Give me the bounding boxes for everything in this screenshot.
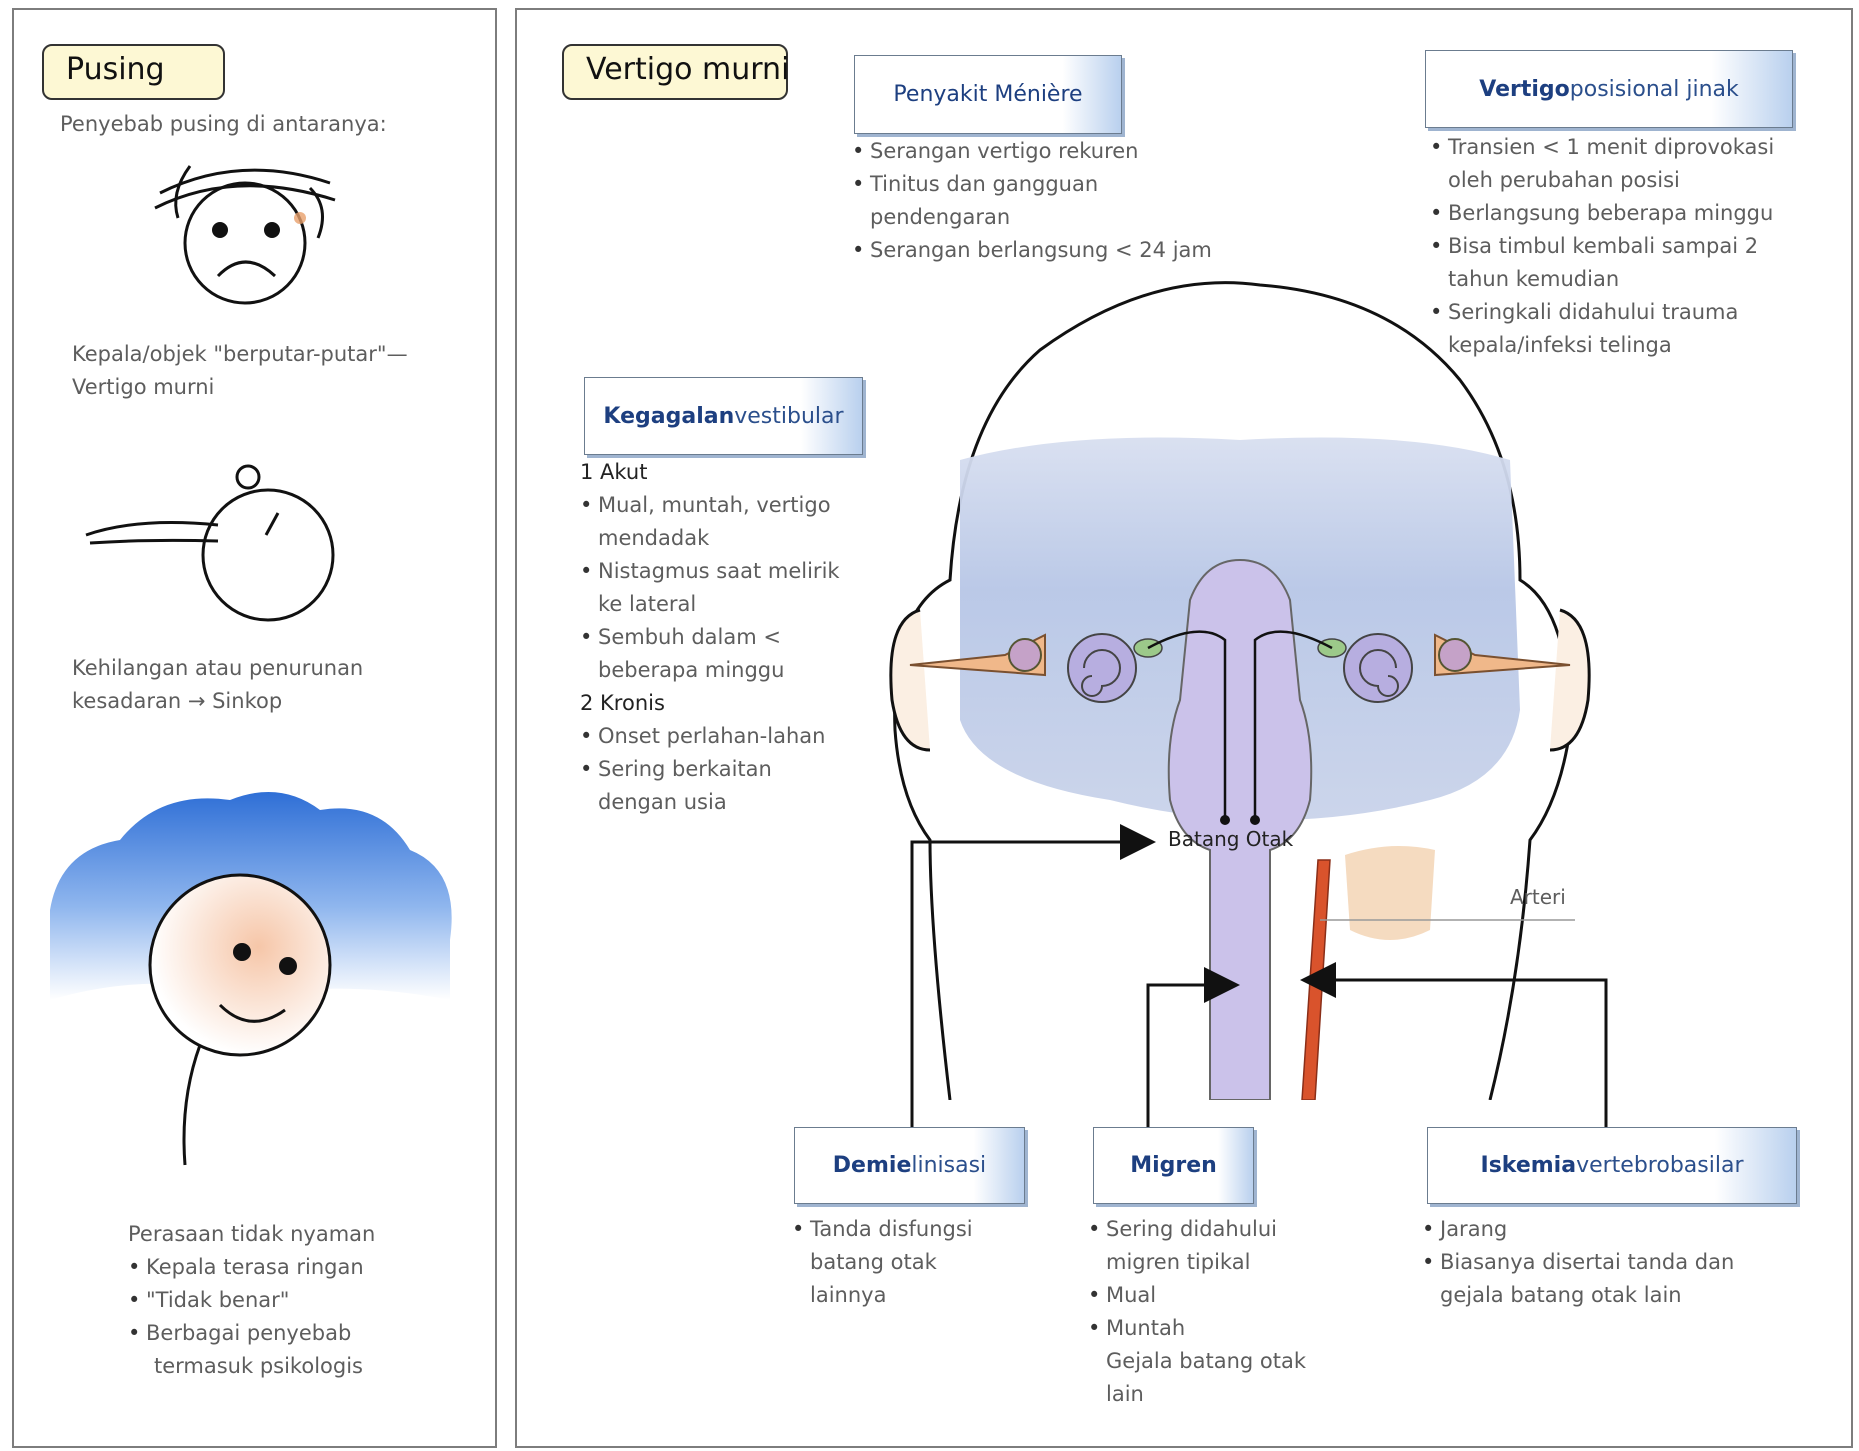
ischemia-item: Biasanya disertai tanda dan [1422, 1246, 1734, 1279]
meniere-heading: Penyakit Ménière [854, 55, 1122, 134]
ischemia-label-rest: vertebrobasilar [1576, 1153, 1743, 1178]
vestibular-chronic-item: Onset perlahan-lahan [580, 720, 840, 753]
vestibular-chronic-item: Sering berkaitan [580, 753, 840, 786]
ischemia-list: Jarang Biasanya disertai tanda dan gejal… [1422, 1213, 1734, 1312]
migraine-item: Sering didahului [1088, 1213, 1306, 1246]
migraine-item: lain [1088, 1378, 1306, 1411]
migraine-label: Migren [1130, 1153, 1217, 1178]
vestibular-label-rest: vestibular [734, 404, 843, 429]
bppv-heading: Vertigo posisional jinak [1425, 50, 1793, 128]
vestibular-acute-item: Mual, muntah, vertigo [580, 489, 840, 522]
migraine-list: Sering didahului migren tipikal Mual Mun… [1088, 1213, 1306, 1411]
bppv-item: kepala/infeksi telinga [1430, 329, 1774, 362]
ischemia-item: gejala batang otak lain [1422, 1279, 1734, 1312]
vestibular-acute-item: Sembuh dalam < [580, 621, 840, 654]
meniere-item: Serangan berlangsung < 24 jam [852, 234, 1212, 267]
bppv-item: Seringkali didahului trauma [1430, 296, 1774, 329]
migraine-heading: Migren [1093, 1127, 1254, 1204]
ischemia-item: Jarang [1422, 1213, 1734, 1246]
demyelination-item: batang otak [792, 1246, 973, 1279]
vestibular-acute-item: mendadak [580, 522, 840, 555]
arrow-demyelination [912, 842, 1150, 1127]
meniere-item: Serangan vertigo rekuren [852, 135, 1212, 168]
migraine-item: Gejala batang otak [1088, 1345, 1306, 1378]
vestibular-acute-heading: 1 Akut [580, 456, 840, 489]
migraine-item: migren tipikal [1088, 1246, 1306, 1279]
vestibular-acute-item: ke lateral [580, 588, 840, 621]
bppv-item: oleh perubahan posisi [1430, 164, 1774, 197]
vestibular-chronic-item: dengan usia [580, 786, 840, 819]
vestibular-acute-item: Nistagmus saat melirik [580, 555, 840, 588]
bppv-item: tahun kemudian [1430, 263, 1774, 296]
migraine-item: Muntah [1088, 1312, 1306, 1345]
meniere-item: Tinitus dan gangguan [852, 168, 1212, 201]
ischemia-label-strong: Iskemia [1481, 1153, 1577, 1178]
ischemia-heading: Iskemia vertebrobasilar [1427, 1127, 1797, 1204]
bppv-label-rest: posisional jinak [1570, 77, 1739, 102]
arrow-ischemia [1306, 980, 1606, 1127]
vestibular-acute-item: beberapa minggu [580, 654, 840, 687]
meniere-label: Penyakit Ménière [893, 82, 1082, 107]
bppv-item: Transien < 1 menit diprovokasi [1430, 131, 1774, 164]
bppv-item: Bisa timbul kembali sampai 2 [1430, 230, 1774, 263]
demyelination-item: Tanda disfungsi [792, 1213, 973, 1246]
demyelination-label-strong: Demie [833, 1153, 912, 1178]
vestibular-chronic-heading: 2 Kronis [580, 687, 840, 720]
arrow-migraine [1148, 985, 1234, 1127]
demyelination-label-rest: linisasi [911, 1153, 986, 1178]
vestibular-heading: Kegagalan vestibular [584, 377, 863, 455]
vestibular-list: 1 Akut Mual, muntah, vertigo mendadak Ni… [580, 456, 840, 819]
vestibular-label-strong: Kegagalan [603, 404, 734, 429]
meniere-list: Serangan vertigo rekuren Tinitus dan gan… [852, 135, 1212, 267]
meniere-item: pendengaran [852, 201, 1212, 234]
bppv-list: Transien < 1 menit diprovokasi oleh peru… [1430, 131, 1774, 362]
demyelination-item: lainnya [792, 1279, 973, 1312]
migraine-item: Mual [1088, 1279, 1306, 1312]
bppv-item: Berlangsung beberapa minggu [1430, 197, 1774, 230]
bppv-label-strong: Vertigo [1479, 77, 1570, 102]
demyelination-list: Tanda disfungsi batang otak lainnya [792, 1213, 973, 1312]
